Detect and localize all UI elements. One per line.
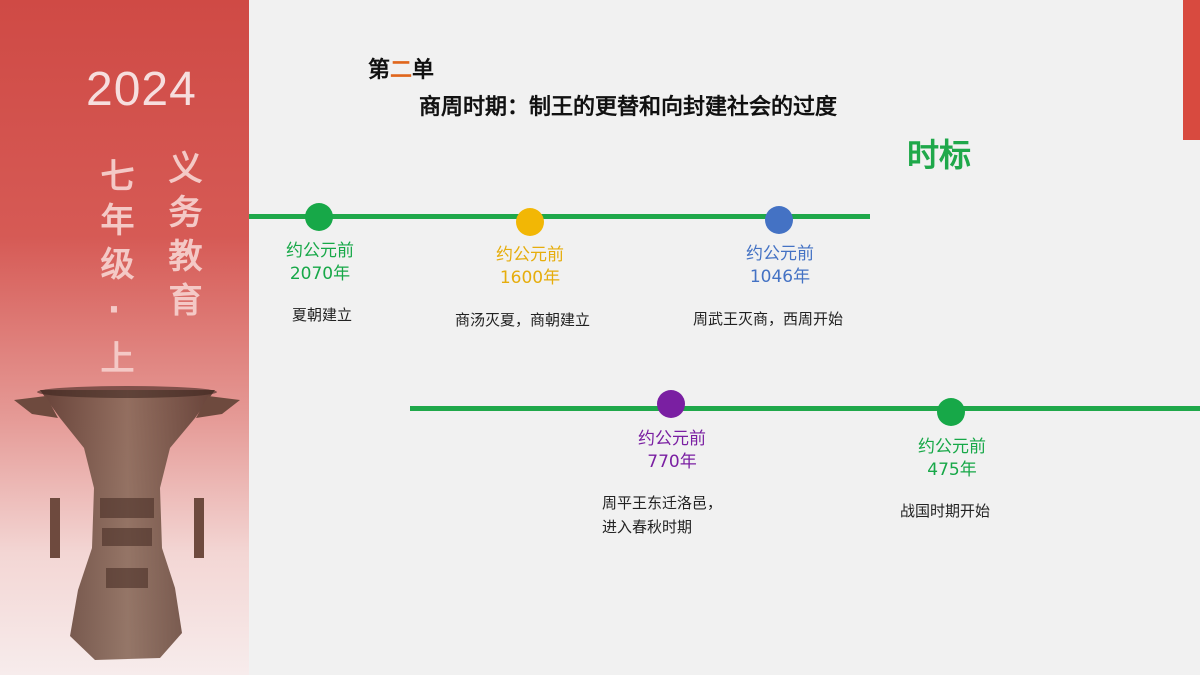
bronze-vessel-image (14, 386, 240, 660)
timeline-event-2070: 夏朝建立 (292, 306, 353, 324)
date-year: 2070年 (289, 264, 351, 284)
left-panel: 2024 七年级·上 义务教育 (0, 0, 249, 675)
year-text: 2024 (86, 63, 197, 116)
timeline-date-1600: 约公元前 1600年 (480, 244, 580, 290)
timeline-event-475: 战国时期开始 (900, 502, 991, 520)
timeline-dot-770 (657, 390, 685, 418)
timeline-dot-1600 (516, 208, 544, 236)
timeline-date-2070: 约公元前 2070年 (270, 240, 370, 286)
date-year: 770年 (647, 452, 697, 472)
education-text: 义务教育 (162, 150, 202, 326)
timeline-line-top (249, 214, 870, 219)
timeline-date-770: 约公元前 770年 (622, 428, 722, 474)
date-prefix: 约公元前 (286, 241, 354, 261)
timeline-date-475: 约公元前 475年 (902, 436, 1002, 482)
date-prefix: 约公元前 (496, 245, 564, 265)
date-prefix: 约公元前 (918, 437, 986, 457)
timeline-event-1046: 周武王灭商，西周开始 (693, 310, 844, 328)
date-prefix: 约公元前 (638, 429, 706, 449)
unit-title: 第二单 (368, 52, 434, 84)
timeline-date-1046: 约公元前 1046年 (730, 243, 830, 289)
date-year: 1600年 (499, 268, 561, 288)
date-prefix: 约公元前 (746, 244, 814, 264)
unit-prefix: 第 (368, 57, 391, 83)
event-line-2: 进入春秋时期 (602, 518, 693, 536)
timeline-line-bottom (410, 406, 1200, 411)
chapter-subtitle: 商周时期：制王的更替和向封建社会的过度 (419, 94, 838, 120)
unit-suffix: 单 (412, 57, 435, 83)
timeline-dot-2070 (305, 203, 333, 231)
date-year: 475年 (927, 460, 977, 480)
date-year: 1046年 (749, 267, 811, 287)
timeline-event-1600: 商汤灭夏，商朝建立 (455, 311, 591, 329)
unit-number: 二 (390, 57, 413, 83)
accent-bar (1183, 0, 1200, 140)
grade-text: 七年级·上 (94, 158, 134, 384)
event-line-1: 周平王东迁洛邑， (602, 494, 723, 512)
timeline-title: 时标 (907, 136, 972, 174)
timeline-event-770: 周平王东迁洛邑， 进入春秋时期 (602, 491, 722, 539)
timeline-dot-1046 (765, 206, 793, 234)
timeline-dot-475 (937, 398, 965, 426)
